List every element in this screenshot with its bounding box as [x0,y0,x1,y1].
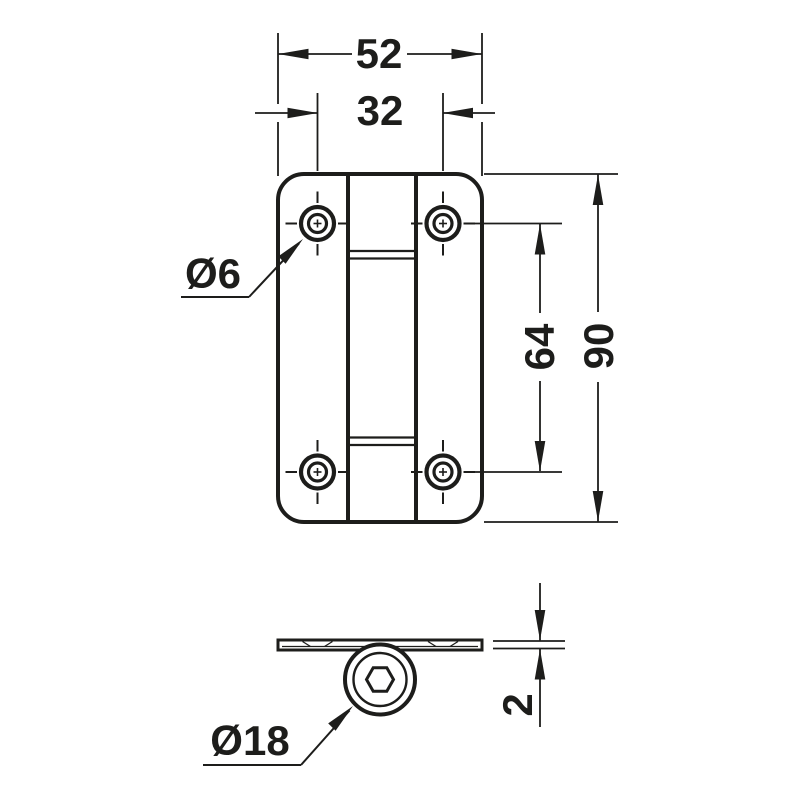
arrowhead-down [534,441,546,472]
dimension-plate-thickness [493,583,565,727]
label-hole-spacing-width: 32 [356,87,404,134]
arrowhead [328,706,353,731]
dimension-hole-spacing-width [255,93,495,171]
arrowhead-up [534,224,546,255]
hole-inner-ring [432,212,454,235]
hole-inner-ring [432,461,454,483]
mounting-hole-top-left [285,191,350,256]
countersink-left [302,640,311,648]
arrowhead-up [592,174,604,205]
roller-inner-circle [352,651,408,708]
top-view [276,172,484,524]
arrowhead-right [442,107,473,119]
label-plate-thickness: 2 [494,693,541,717]
leader-screw-hole-diameter [181,239,303,298]
mounting-hole-bottom-right [411,440,475,504]
label-outer-height: 90 [575,322,622,370]
arrowhead-left [278,48,309,60]
arrowhead-down [534,610,546,641]
countersink-left [324,640,333,648]
hex-socket [364,666,396,693]
label-hole-spacing-height: 64 [516,323,563,371]
hole-inner-ring [306,212,329,235]
countersink-right [427,640,437,648]
hole-inner-ring [306,461,329,483]
mounting-hole-top-right [411,191,475,256]
arrowhead-left [287,107,318,119]
arrowhead [278,239,303,264]
countersink-right [449,640,459,648]
arrowhead-right [451,48,482,60]
label-roller-diameter: Ø18 [210,717,290,764]
label-outer-width: 52 [355,30,403,77]
mounting-hole-bottom-left [285,440,350,504]
arrowhead-up [534,649,546,680]
arrowhead-down [592,491,604,522]
side-view [276,638,484,717]
plate-outline [276,172,484,524]
dimension-outer-width [277,33,483,176]
dimension-hole-spacing-height [470,222,562,473]
leader-roller-diameter [203,706,353,766]
label-screw-hole-diameter: Ø6 [184,250,242,297]
dimension-outer-height [484,173,618,523]
